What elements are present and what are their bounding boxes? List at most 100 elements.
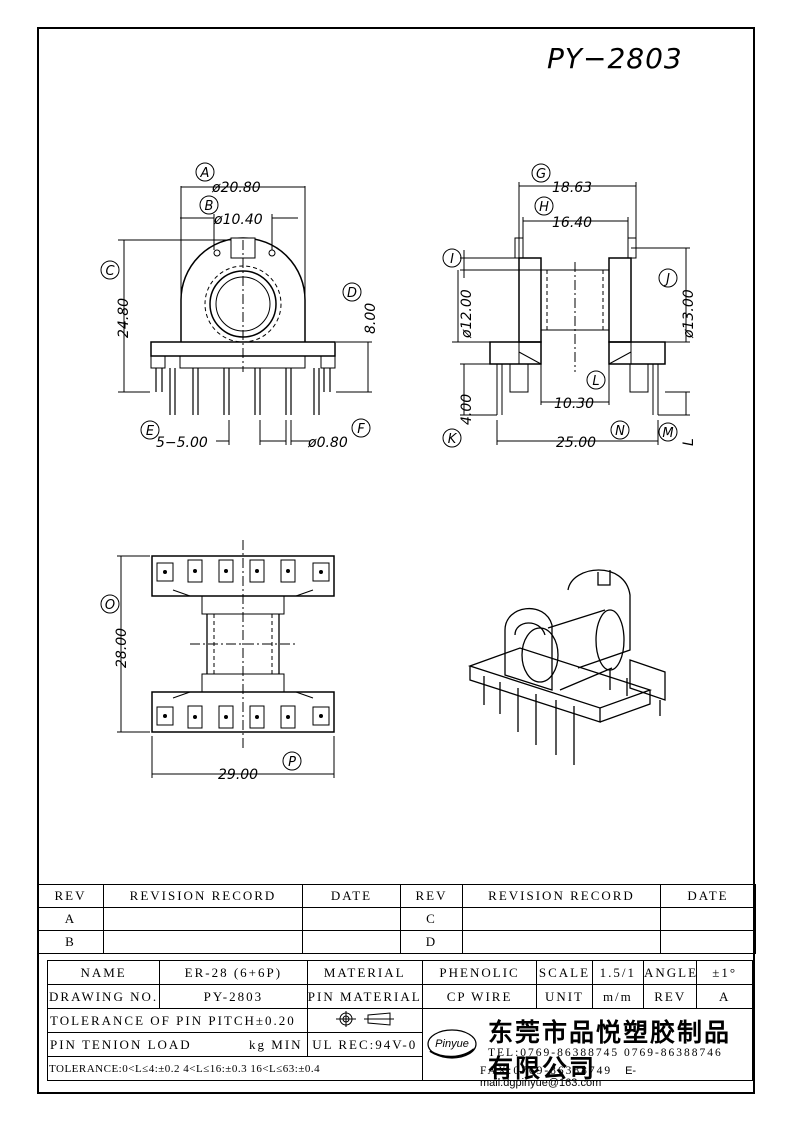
dim-c-value: 24.80 [116, 298, 132, 338]
pin-tension-unit: kg MIN [249, 1036, 303, 1052]
svg-text:I: I [450, 252, 454, 267]
date-header: DATE [302, 884, 401, 908]
svg-text:M: M [662, 426, 673, 441]
rev-cell: D [400, 930, 463, 954]
date-cell [660, 907, 756, 931]
svg-text:F: F [357, 422, 365, 437]
pinyue-logo: Pinyue [427, 1029, 477, 1059]
pin-material-value: CP WIRE [421, 984, 538, 1009]
title-block-row-tolerance: TOLERANCE:0<L≤4:±0.2 4<L≤16:±0.3 16<L≤63… [47, 1056, 754, 1081]
dimension-labels: ø20.80 ø10.40 24.80 8.00 5−5.00 ø0.80 18… [114, 180, 697, 783]
bottom-view [117, 540, 335, 778]
revision-record-cell [462, 930, 661, 954]
dim-j-value: ø13.00 [681, 289, 697, 339]
rev-header: REV [400, 884, 463, 908]
revision-table: REV REVISION RECORD DATE REV REVISION RE… [37, 884, 756, 954]
rev-label: REV [642, 984, 698, 1009]
date-cell [302, 907, 401, 931]
title-block-row-tension: PIN TENION LOAD kg MIN UL REC:94V-0 [47, 1032, 753, 1057]
revision-header-row: REV REVISION RECORD DATE REV REVISION RE… [37, 884, 756, 908]
date-cell [302, 930, 401, 954]
material-value: PHENOLIC [421, 960, 538, 985]
dim-i-value: ø12.00 [459, 289, 475, 339]
dim-o-value: 28.00 [114, 628, 130, 668]
svg-text:L: L [592, 374, 599, 389]
ul-rec-value: UL REC:94V-0 [306, 1032, 423, 1057]
svg-text:H: H [539, 200, 549, 215]
svg-text:D: D [347, 286, 357, 301]
title-block-row-name: NAME ER-28 (6+6P) MATERIAL PHENOLIC SCAL… [46, 960, 753, 985]
dim-a-value: ø20.80 [211, 180, 261, 196]
dim-m-value: L [681, 438, 697, 446]
isometric-view [467, 569, 666, 765]
dim-b-value: ø10.40 [213, 212, 263, 228]
drawing-sheet-border [37, 27, 755, 1094]
drawing-no-label: DRAWING NO. [46, 984, 161, 1009]
material-label: MATERIAL [306, 960, 423, 985]
company-tel: TEL:0769-86388745 0769-86388746 [488, 1047, 723, 1059]
revision-record-cell [103, 930, 303, 954]
dim-k-value: 4.00 [459, 394, 475, 425]
scale-value: 1.5/1 [591, 960, 645, 985]
pitch-tolerance: TOLERANCE OF PIN PITCH±0.20 [47, 1008, 308, 1033]
dim-n-value: 25.00 [556, 435, 596, 451]
svg-text:B: B [205, 199, 214, 214]
revision-record-cell [462, 907, 661, 931]
company-fax-row: FAX:0769-86388749 E-mail:dgpinyue@163.co… [480, 1065, 752, 1089]
svg-text:K: K [448, 432, 458, 447]
company-fax: FAX:0769-86388749 [480, 1065, 613, 1077]
company-cell [421, 1008, 754, 1057]
pin-material-label: PIN MATERIAL [306, 984, 423, 1009]
svg-text:A: A [200, 166, 210, 181]
unit-value: m/m [591, 984, 645, 1009]
technical-drawing: ø20.80 ø10.40 24.80 8.00 5−5.00 ø0.80 18… [100, 162, 697, 783]
revision-record-header: REVISION RECORD [103, 884, 303, 908]
dim-e-value: 5−5.00 [156, 435, 208, 451]
scale-label: SCALE [536, 960, 593, 985]
svg-text:P: P [288, 755, 296, 770]
company-block: Pinyue 东莞市品悦塑胶制品有限公司 TEL:0769-86388745 0… [420, 1013, 752, 1089]
dim-d-value: 8.00 [363, 303, 379, 334]
date-header: DATE [660, 884, 756, 908]
angle-value: ±1° [696, 960, 753, 985]
drawing-no-value: PY-2803 [159, 984, 308, 1009]
general-tolerance: TOLERANCE:0<L≤4:±0.2 4<L≤16:±0.3 16<L≤63… [47, 1056, 423, 1081]
revision-record-header: REVISION RECORD [462, 884, 661, 908]
angle-label: ANGLE [642, 960, 698, 985]
projection-symbol [306, 1008, 423, 1033]
dim-h-value: 16.40 [552, 215, 592, 231]
dim-f-value: ø0.80 [307, 435, 348, 451]
part-name-value: ER-28 (6+6P) [159, 960, 308, 985]
table-row: A C [37, 907, 756, 931]
title-block: NAME ER-28 (6+6P) MATERIAL PHENOLIC SCAL… [46, 960, 754, 1081]
unit-label: UNIT [536, 984, 593, 1009]
rev-cell: A [37, 907, 104, 931]
dim-g-value: 18.63 [552, 180, 592, 196]
part-number-title: PY−2803 [547, 42, 683, 75]
company-cell-bottom [421, 1056, 754, 1081]
pin-tension-label: PIN TENION LOAD [50, 1036, 192, 1052]
rev-value: A [696, 984, 753, 1009]
name-label: NAME [46, 960, 161, 985]
rev-header: REV [37, 884, 104, 908]
projection-symbol-icon [335, 1010, 394, 1027]
revision-record-cell [103, 907, 303, 931]
dim-l-value: 10.30 [554, 396, 594, 412]
front-view [118, 186, 372, 445]
rev-cell: C [400, 907, 463, 931]
svg-text:E: E [146, 424, 155, 439]
logo-text: Pinyue [435, 1038, 469, 1050]
table-row: B D [37, 930, 756, 954]
side-view [452, 182, 690, 445]
svg-text:O: O [105, 598, 115, 613]
date-cell [660, 930, 756, 954]
rev-cell: B [37, 930, 104, 954]
company-name-cn: 东莞市品悦塑胶制品有限公司 [488, 1018, 732, 1083]
company-email: E-mail:dgpinyue@163.com [480, 1065, 637, 1089]
title-block-row-drawing: DRAWING NO. PY-2803 PIN MATERIAL CP WIRE… [46, 984, 753, 1009]
title-block-row-pitch: TOLERANCE OF PIN PITCH±0.20 [47, 1008, 754, 1057]
svg-text:C: C [105, 264, 115, 279]
svg-text:G: G [536, 167, 546, 182]
svg-text:N: N [615, 424, 625, 439]
svg-text:J: J [663, 272, 670, 287]
